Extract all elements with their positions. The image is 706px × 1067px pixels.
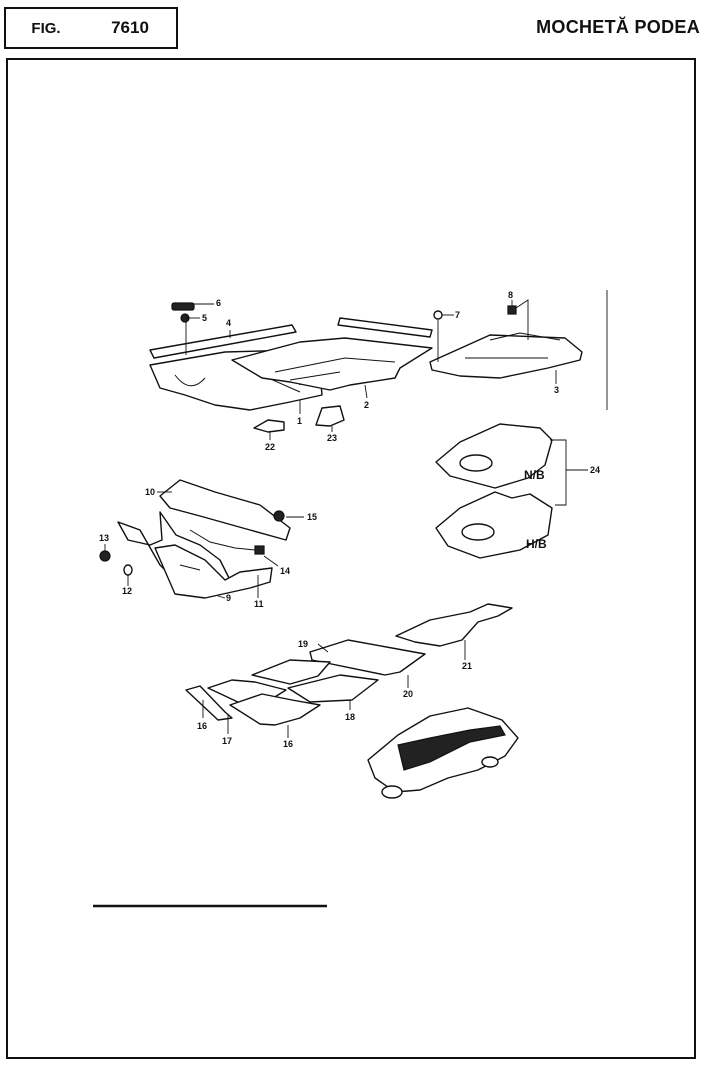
callout-10: 10 (145, 487, 155, 497)
callout-labels: 6 5 4 7 8 1 2 3 22 23 24 10 15 13 14 12 … (99, 290, 600, 749)
car-locator (367, 707, 519, 799)
fig-number-box: 7610 (84, 7, 178, 49)
floor-mat-set (185, 603, 513, 726)
callout-8: 8 (508, 290, 513, 300)
part-13-clip (99, 550, 111, 562)
callout-4: 4 (226, 318, 231, 328)
part-3-rear-carpet (429, 334, 583, 379)
part-8-clip (507, 305, 517, 315)
part-2-center-carpet (231, 337, 433, 391)
callout-21: 21 (462, 661, 472, 671)
part-16-strip (185, 685, 233, 721)
fig-label-box: FIG. (4, 7, 88, 49)
callout-18: 18 (345, 712, 355, 722)
trunk-mat-hb (435, 491, 553, 559)
part-20-mat (309, 639, 426, 676)
part-15-grommet (273, 510, 285, 522)
page-title: MOCHETĂ PODEA (536, 17, 700, 37)
part-7-fastener (433, 310, 443, 320)
callout-22: 22 (265, 442, 275, 452)
callout-13: 13 (99, 533, 109, 543)
trunk-mat-assembly: N/B H/B (435, 423, 588, 559)
callout-6: 6 (216, 298, 221, 308)
callout-11: 11 (254, 599, 264, 609)
firewall-insulation-assembly (99, 479, 291, 599)
part-14-plug (254, 545, 265, 555)
leader-lines (104, 299, 557, 738)
callout-19: 19 (298, 639, 308, 649)
callout-24: 24 (590, 465, 600, 475)
top-strip (337, 317, 433, 338)
part-12-clip (123, 564, 133, 576)
callout-20: 20 (403, 689, 413, 699)
callout-12: 12 (122, 586, 132, 596)
part-11-panel (154, 544, 273, 599)
part-6-clip (171, 302, 195, 311)
fig-label: FIG. (31, 19, 61, 37)
floor-carpet-assembly (149, 290, 608, 433)
part-21-mat (395, 603, 513, 647)
callout-16-right: 16 (283, 739, 293, 749)
callout-14: 14 (280, 566, 290, 576)
variant-nb-label: N/B (524, 468, 545, 482)
part-19-mat (251, 659, 331, 685)
part-22 (253, 419, 285, 433)
callout-7: 7 (455, 310, 460, 320)
part-16-mat (229, 693, 321, 726)
part-4-strip (149, 324, 297, 359)
part-18-mat (287, 674, 379, 703)
callout-2: 2 (364, 400, 369, 410)
callout-3: 3 (554, 385, 559, 395)
fig-number: 7610 (111, 18, 149, 37)
trunk-mat-nb (435, 423, 553, 489)
variant-hb-label: H/B (526, 537, 547, 551)
callout-23: 23 (327, 433, 337, 443)
callout-9: 9 (226, 593, 231, 603)
part-23 (315, 405, 345, 427)
callout-17: 17 (222, 736, 232, 746)
part-10-panel (159, 479, 291, 541)
callout-15: 15 (307, 512, 317, 522)
callout-5: 5 (202, 313, 207, 323)
callout-1: 1 (297, 416, 302, 426)
callout-16-left: 16 (197, 721, 207, 731)
diagram-frame (6, 58, 696, 1059)
